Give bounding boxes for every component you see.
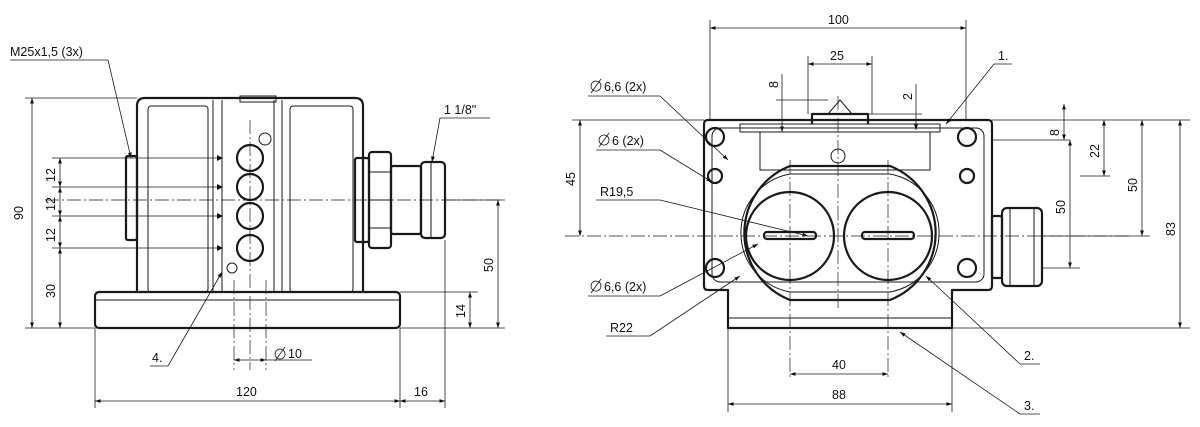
dim-14: 14 [454, 304, 468, 318]
dim-r19-5: R19,5 [600, 185, 633, 199]
contact-holes [226, 132, 272, 274]
dim-2: 2 [901, 93, 915, 100]
callout-2: 2. [1024, 349, 1034, 363]
front-gland [990, 206, 1044, 288]
thread-label: M25x1,5 (3x) [10, 45, 83, 59]
dim-50-inner: 50 [1054, 200, 1068, 214]
left-side-view: 90 12 12 12 30 M25x1,5 (3x) 1 1/8" 50 14 [10, 45, 505, 408]
dim-diameter-10: 10 [288, 347, 302, 361]
dim-25: 25 [830, 49, 844, 63]
dim-90: 90 [12, 206, 26, 220]
dim-8-right: 8 [1048, 129, 1062, 136]
dim-12-a: 12 [44, 168, 58, 182]
mounting-holes [704, 126, 978, 279]
dim-40: 40 [832, 358, 846, 372]
dim-16: 16 [414, 385, 428, 399]
right-front-view: 100 25 8 2 6,6 (2x) 6 (2x) 45 R19,5 [564, 13, 1190, 415]
callout-1: 1. [998, 49, 1008, 63]
dim-45: 45 [564, 172, 578, 186]
dim-8-top: 8 [767, 81, 781, 88]
left-gland-stub [124, 154, 139, 242]
dim-12-b: 12 [44, 197, 58, 211]
dim-12-c: 12 [44, 228, 58, 242]
base-plate [93, 290, 402, 330]
housing-body [135, 96, 365, 292]
dim-hole-66-top: 6,6 (2x) [604, 80, 646, 94]
dim-r22: R22 [610, 321, 633, 335]
dim-22: 22 [1088, 144, 1102, 158]
oval-cavity-outer [743, 164, 937, 302]
dim-50-left: 50 [482, 258, 496, 272]
dim-120: 120 [236, 385, 257, 399]
dim-50-outer: 50 [1126, 178, 1140, 192]
callout-3: 3. [1024, 399, 1034, 413]
dim-30: 30 [44, 284, 58, 298]
dim-83: 83 [1164, 222, 1178, 236]
callout-4: 4. [152, 351, 162, 365]
dim-hole-66-bottom: 6,6 (2x) [604, 280, 646, 294]
dim-88: 88 [832, 388, 846, 402]
dim-100: 100 [828, 13, 849, 27]
dim-hole-6: 6 (2x) [612, 134, 644, 148]
pipe-thread-label: 1 1/8" [444, 103, 476, 117]
